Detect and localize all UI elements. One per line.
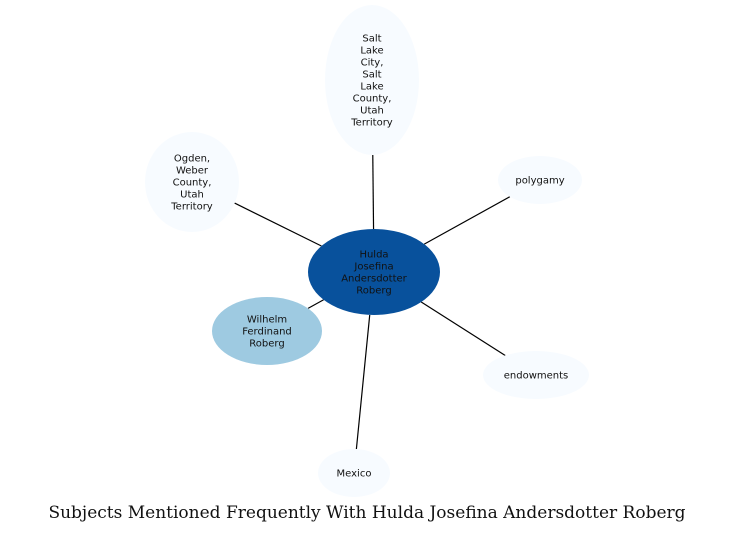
node-salt-lake-label-line: Lake [360,82,383,93]
node-hulda-shape [308,229,440,315]
node-wilhelm-shape [212,297,322,365]
edge-hulda-wilhelm [307,299,324,309]
node-wilhelm-label-line: Ferdinand [242,327,292,338]
node-polygamy-shape [498,156,582,204]
diagram-caption: Subjects Mentioned Frequently With Hulda… [48,503,685,523]
edge-hulda-salt-lake [372,154,375,230]
edge-hulda-polygamy [423,196,511,245]
node-endowments-label-line: endowments [504,371,569,382]
node-hulda-label-line: Roberg [356,286,391,297]
node-salt-lake-label-line: Lake [360,46,383,57]
node-endowments-shape [483,351,589,399]
node-polygamy-label: polygamy [515,176,564,187]
node-hulda-label-line: Josefina [353,262,393,273]
node-ogden-label-line: Territory [170,202,213,213]
node-ogden-label-line: Utah [180,190,204,201]
node-hulda-label-line: Hulda [359,250,388,261]
edge-hulda-endowments [420,301,506,356]
edges-layer [234,154,511,450]
node-wilhelm-label-line: Roberg [249,339,284,350]
node-mexico-label-line: Mexico [337,469,372,480]
node-mexico[interactable]: Mexico [318,449,390,497]
node-polygamy[interactable]: polygamy [498,156,582,204]
node-wilhelm-label-line: Wilhelm [247,315,287,326]
node-salt-lake-label-line: County, [353,94,392,105]
node-salt-lake-label-line: Salt [362,70,381,81]
edge-hulda-mexico [355,314,371,450]
node-mexico-label: Mexico [337,469,372,480]
edge-hulda-ogden [234,202,322,247]
node-salt-lake-label-line: Territory [350,118,393,129]
node-ogden-shape [145,132,239,232]
node-salt-lake-shape [325,5,419,155]
node-mexico-shape [318,449,390,497]
node-endowments[interactable]: endowments [483,351,589,399]
node-salt-lake-label-line: City, [361,58,384,69]
node-hulda-label-line: Andersdotter [341,274,407,285]
node-endowments-label: endowments [504,371,569,382]
node-salt-lake-label-line: Salt [362,34,381,45]
node-ogden-label-line: Ogden, [174,154,210,165]
node-polygamy-label-line: polygamy [515,176,564,187]
node-salt-lake-label-line: Utah [360,106,384,117]
node-ogden-label-line: Weber [176,166,209,177]
node-ogden-label-line: County, [173,178,212,189]
